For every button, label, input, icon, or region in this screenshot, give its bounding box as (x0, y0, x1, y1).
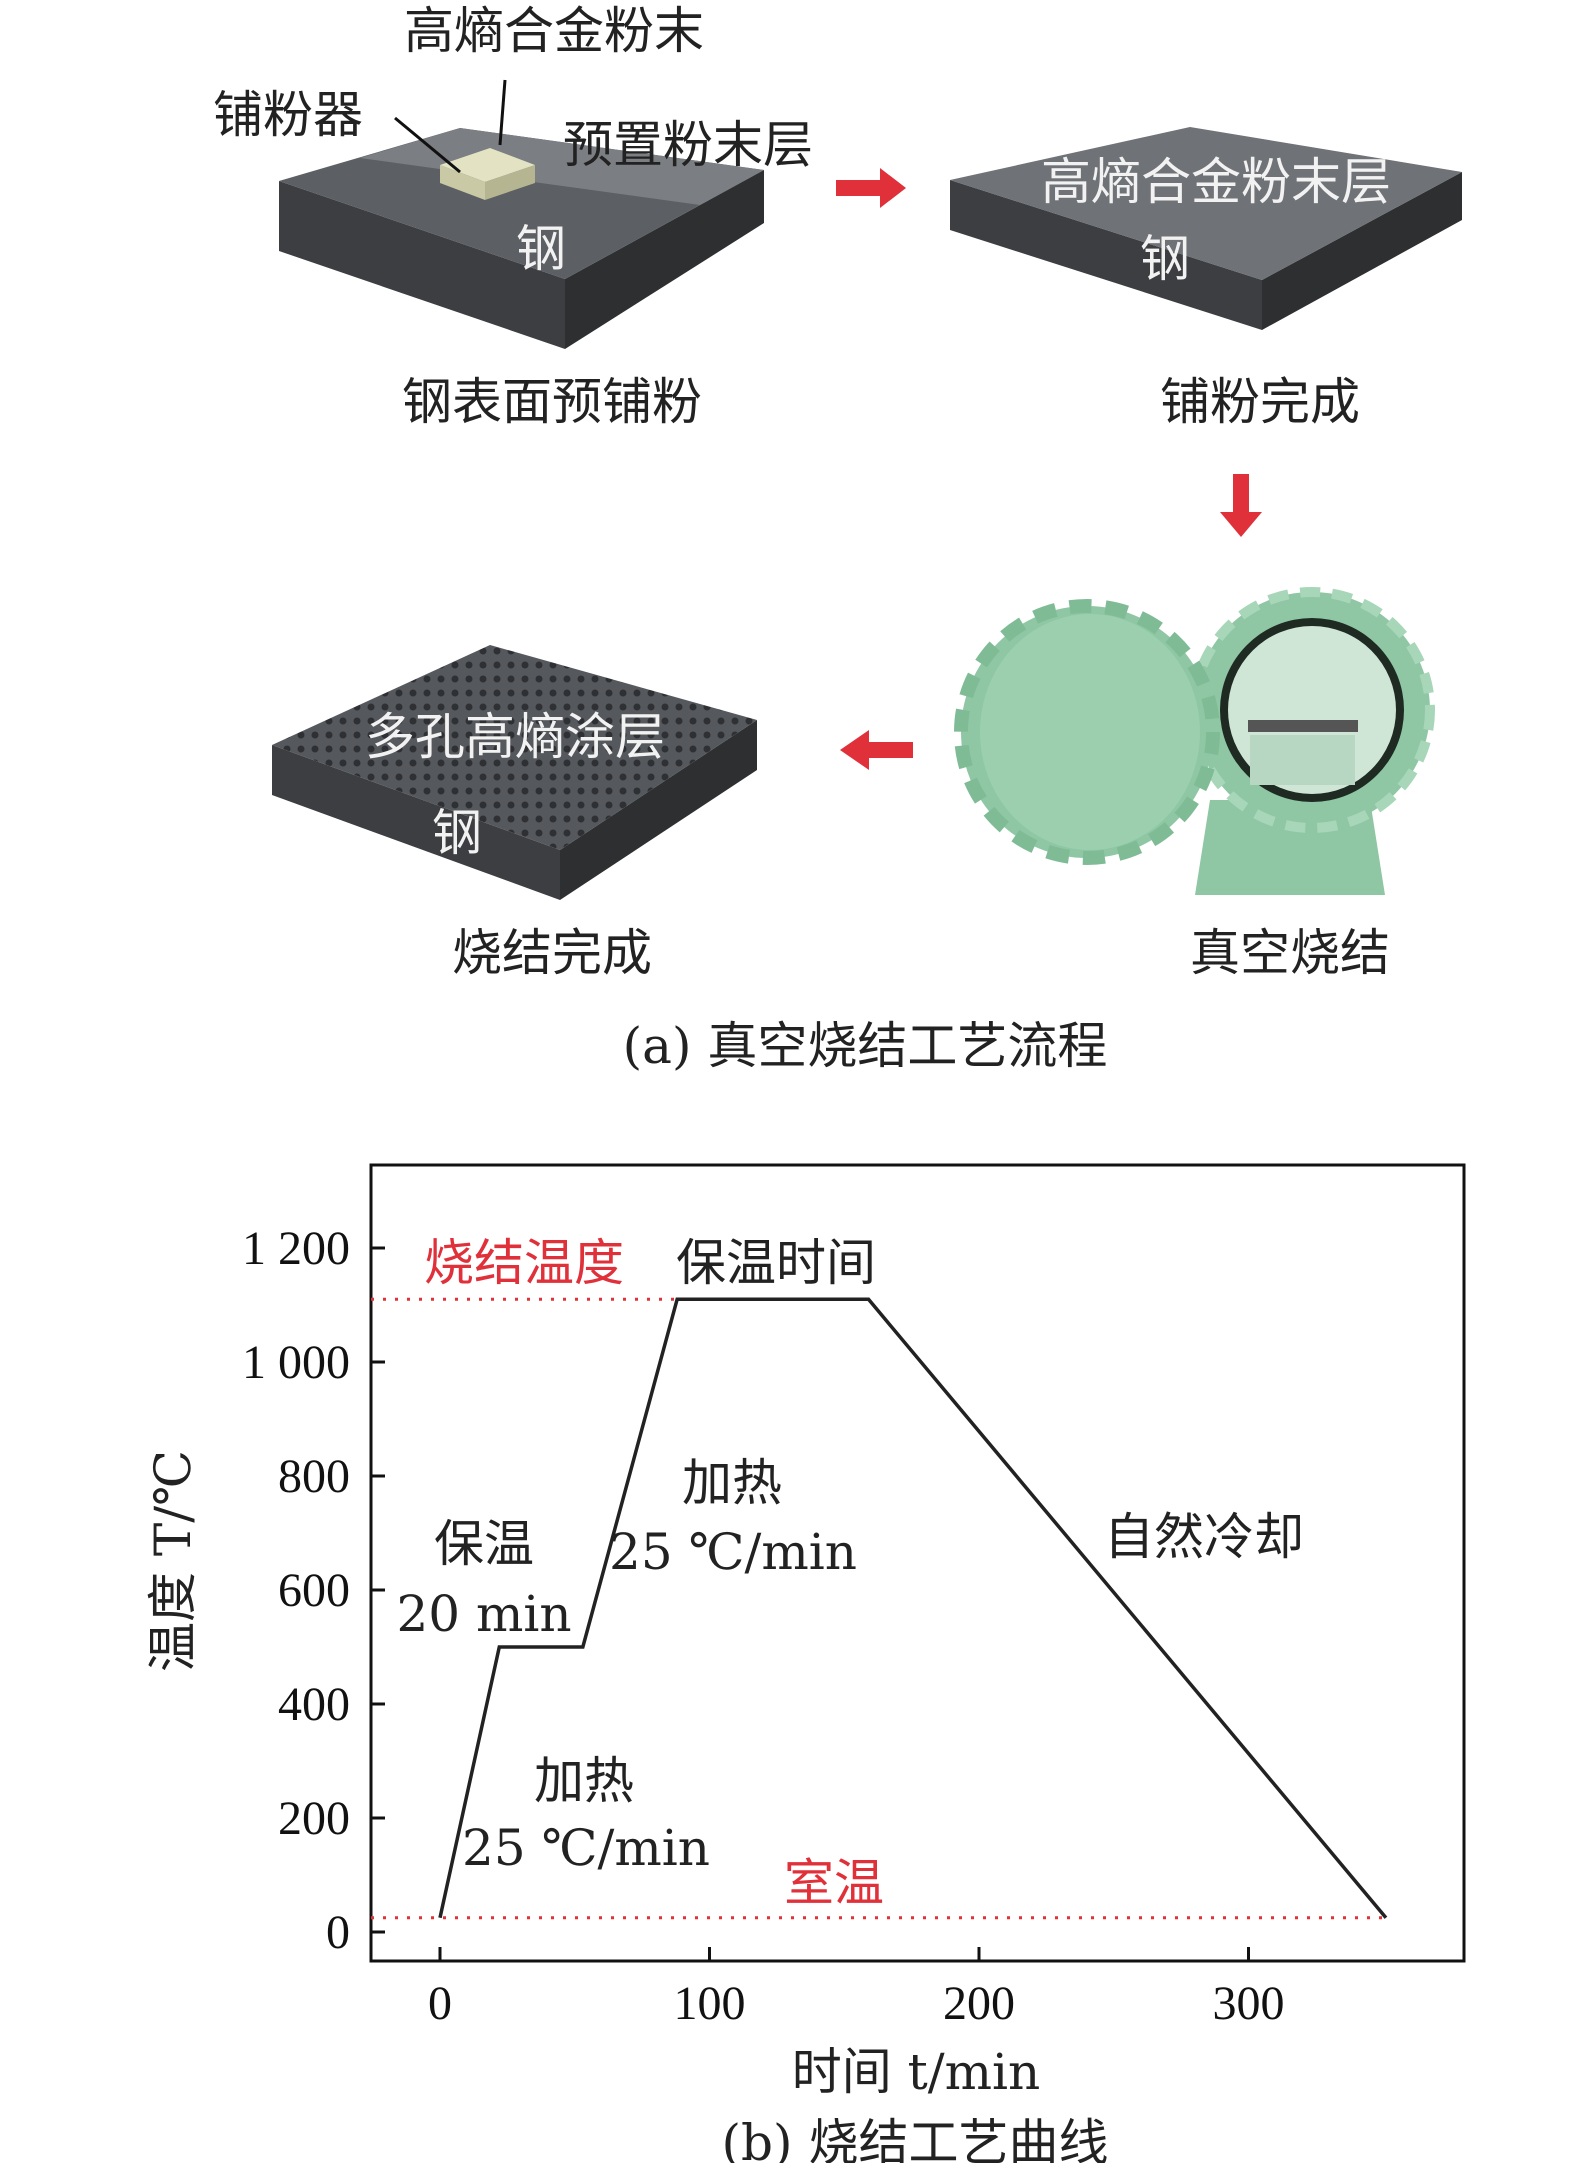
x-tick-label: 100 (674, 1977, 746, 2030)
x-axis-label: 时间 t/min (792, 2043, 1040, 2101)
hold1-label: 保温 (434, 1515, 534, 1573)
plot-frame (369, 1163, 1466, 1963)
x-tick-label: 300 (1213, 1977, 1285, 2030)
arrow-right-icon (836, 168, 906, 208)
y-tick-label: 1 200 (242, 1222, 350, 1275)
powder-spreader (440, 148, 535, 200)
y-tick-label: 200 (278, 1792, 350, 1845)
steel-label: 钢 (432, 804, 482, 862)
panel-b-caption: (b) 烧结工艺曲线 (722, 2114, 1109, 2163)
steel-plate-powder-layer (950, 127, 1462, 330)
y-tick-label: 800 (278, 1450, 350, 1503)
step3-caption: 真空烧结 (1190, 924, 1390, 982)
step1-caption: 钢表面预铺粉 (402, 373, 702, 431)
y-tick-label: 400 (278, 1678, 350, 1731)
y-axis-label: 温度 T/℃ (144, 1450, 202, 1672)
panel-a-caption: (a) 真空烧结工艺流程 (623, 1017, 1108, 1075)
step2-caption: 铺粉完成 (1160, 373, 1360, 431)
arrow-left-icon (840, 730, 913, 770)
steel-label: 钢 (516, 220, 566, 278)
hold1-time: 20 min (396, 1585, 571, 1643)
step4-caption: 烧结完成 (452, 924, 652, 982)
powder-label: 高熵合金粉末 (404, 2, 704, 60)
x-tick-label: 0 (428, 1977, 452, 2030)
heat1-rate: 25 ℃/min (462, 1819, 710, 1877)
y-tick-label: 600 (278, 1564, 350, 1617)
spreader-label: 铺粉器 (213, 86, 363, 144)
powder-layer-label: 高熵合金粉末层 (1041, 153, 1391, 211)
porous-coating-label: 多孔高熵涂层 (365, 708, 665, 766)
layer-label: 预置粉末层 (563, 116, 813, 174)
hold-time-label: 保温时间 (676, 1234, 876, 1292)
steel-label: 钢 (1140, 230, 1190, 288)
arrow-down-icon (1220, 474, 1262, 537)
room-temp-label: 室温 (784, 1854, 884, 1912)
heat2-label: 加热 (682, 1454, 782, 1512)
vacuum-furnace (954, 587, 1435, 895)
steel-plate-prespread (279, 79, 764, 349)
sinter-temp-label: 烧结温度 (424, 1234, 624, 1292)
cooling-label: 自然冷却 (1104, 1508, 1304, 1566)
steel-plate-porous-coating (272, 645, 757, 900)
sintering-curve-chart: 0 100 200 300 0 200 400 600 800 1 000 1 200 (242, 1163, 1466, 2030)
heat2-rate: 25 ℃/min (609, 1523, 857, 1581)
heat1-label: 加热 (534, 1752, 634, 1810)
y-tick-label: 0 (326, 1906, 350, 1959)
sintering-curve-line (438, 1297, 1388, 1919)
y-tick-label: 1 000 (242, 1336, 350, 1389)
x-tick-label: 200 (943, 1977, 1015, 2030)
